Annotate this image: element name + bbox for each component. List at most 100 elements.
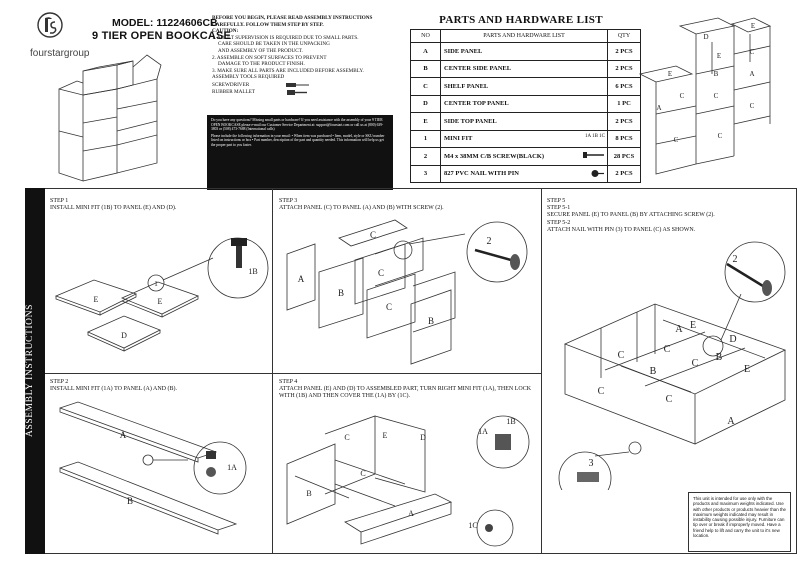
panel-label-d: D [729,334,736,345]
instruction-line: CAUTION: [212,28,239,35]
step-3-title: STEP 3 [279,198,298,204]
step-2-heading: STEP 2 INSTALL MINI FIT (1A) TO PANEL (A… [50,379,265,393]
support-info-text: Please include the following information… [211,133,385,147]
customer-service-notice: Do you have any questions? Missing small… [207,115,393,190]
part-qty: 2 PCS [607,164,641,183]
callout-1b: 1B [506,417,515,426]
step-2-diagram: A B 1A [59,401,247,535]
step-4-title: STEP 4 [279,379,298,385]
part-name: MINI FIT [444,135,473,143]
screw-icon [583,152,604,158]
instruction-line: BEFORE YOU BEGIN, PLEASE READ ASSEMBLY I… [212,15,373,21]
step-5-2-label: STEP 5-2 [547,219,571,226]
step-1-title: STEP 1 [50,198,69,204]
part-no: 3 [410,164,441,183]
mini-fit-parts-icon: 1A 1B 1C [584,133,605,139]
step-1-diagram: E E D 1 1B [54,237,269,352]
part-name-cell: M4 x 38MM C/B SCREW(BLACK) [440,147,608,166]
panel-label-d: D [703,33,708,41]
instruction-line: 2. ASSEMBLE ON SOFT SURFACES TO PREVENT [212,54,327,61]
tip-over-warning: This unit is intended for use only with … [688,492,791,552]
assembly-sidebar [25,188,45,554]
panel-label-c: C [666,394,673,405]
step-4-text: ATTACH PANEL (E) AND (D) TO ASSEMBLED PA… [279,386,532,400]
panel-label-a: A [656,104,661,112]
panel-label-e: E [383,431,388,440]
callout-1: 1 [154,280,158,288]
panel-label-c: C [664,344,671,355]
part-no: 1 [410,129,441,148]
instruction-line: CARE SHOULD BE TAKEN IN THE UNPACKING [218,41,330,48]
instruction-line: DAMAGE TO THE PRODUCT FINISH. [218,61,305,68]
nail-pin-icon [591,169,604,177]
part-no: E [410,112,441,131]
part-no: C [410,77,441,96]
callout-1b: 1B [248,267,257,276]
column-header: QTY [607,29,641,43]
divider [272,188,273,554]
panel-label-a: A [675,324,683,335]
step-2-title: STEP 2 [50,379,69,385]
panel-label-a: A [408,509,414,518]
tools-list: SCREWDRIVER RUBBER MALLET [212,82,392,95]
step-4-diagram: B C E D C A 1A 1B 1C [286,415,530,547]
panel-label-c: C [718,132,723,140]
panel-label-e: E [94,295,99,304]
callout-1a: 1A [227,463,237,472]
panel-label-e: E [690,320,696,331]
panel-label-c: C [378,268,384,278]
callout-3: 3 [589,458,594,469]
panel-label-e: E [744,364,750,375]
panel-label-c: C [386,302,392,312]
fs-logo-mark-icon [37,12,63,38]
panel-label-e: E [717,52,721,60]
step-1-text: INSTALL MINI FIT (1B) TO PANEL (E) AND (… [50,205,177,212]
part-name-cell: 827 PVC NAIL WITH PIN [440,164,608,183]
divider [541,188,542,554]
part-name: 827 PVC NAIL WITH PIN [444,170,520,178]
panel-label-c: C [714,92,719,100]
table-row: 3 827 PVC NAIL WITH PIN 2 PCS [410,164,641,183]
panel-label-a: A [120,430,127,440]
part-name: SHELF PANEL [440,77,608,96]
panel-label-b: B [306,489,311,498]
table-row: 2 M4 x 38MM C/B SCREW(BLACK) 28 PCS [410,147,641,166]
parts-list-title: PARTS AND HARDWARE LIST [439,14,603,26]
panel-label-b: B [714,70,719,78]
instruction-line: AND ASSEMBLY OF THE PRODUCT. [218,47,303,54]
model-number: MODEL: 11224606CB [112,17,218,29]
callout-1c: 1C [468,521,477,530]
part-name: M4 x 38MM C/B SCREW(BLACK) [444,152,545,160]
part-no: A [410,42,441,61]
panel-label-b: B [338,288,344,298]
product-title: 9 TIER OPEN BOOKCASE [92,30,232,42]
instruction-line: CAREFULLY. FOLLOW THEM STEP BY STEP. [212,21,324,28]
panel-label-e: E [668,70,672,78]
divider [45,373,541,374]
part-name: CENTER TOP PANEL [440,94,608,113]
column-header: NO [410,29,441,43]
caution-instructions: BEFORE YOU BEGIN, PLEASE READ ASSEMBLY I… [212,15,392,95]
panel-label-c: C [618,350,625,361]
instruction-line: ASSEMBLY TOOLS REQUIRED [212,74,285,81]
panel-label-d: D [121,331,127,340]
step-3-diagram: A C C B C B 2 [286,219,528,365]
callout-2: 2 [487,236,492,247]
step-1-heading: STEP 1 INSTALL MINI FIT (1B) TO PANEL (E… [50,198,265,212]
part-name: SIDE PANEL [440,42,608,61]
panel-label-b: B [716,352,723,363]
panel-label-c: C [680,92,685,100]
step-4-heading: STEP 4 ATTACH PANEL (E) AND (D) TO ASSEM… [279,379,539,401]
panel-label-c: C [750,102,755,110]
instruction-line: 1. ADULT SUPERVISION IS REQUIRED DUE TO … [212,34,359,41]
support-contact-text: Do you have any questions? Missing small… [211,118,384,132]
step-5-heading: STEP 5 STEP 5-1 SECURE PANEL (E) TO PANE… [547,198,787,234]
panel-label-e: E [158,297,163,306]
brand-name: fourstargroup [30,48,90,59]
instruction-line: 3. MAKE SURE ALL PARTS ARE INCLUDED BEFO… [212,67,364,74]
